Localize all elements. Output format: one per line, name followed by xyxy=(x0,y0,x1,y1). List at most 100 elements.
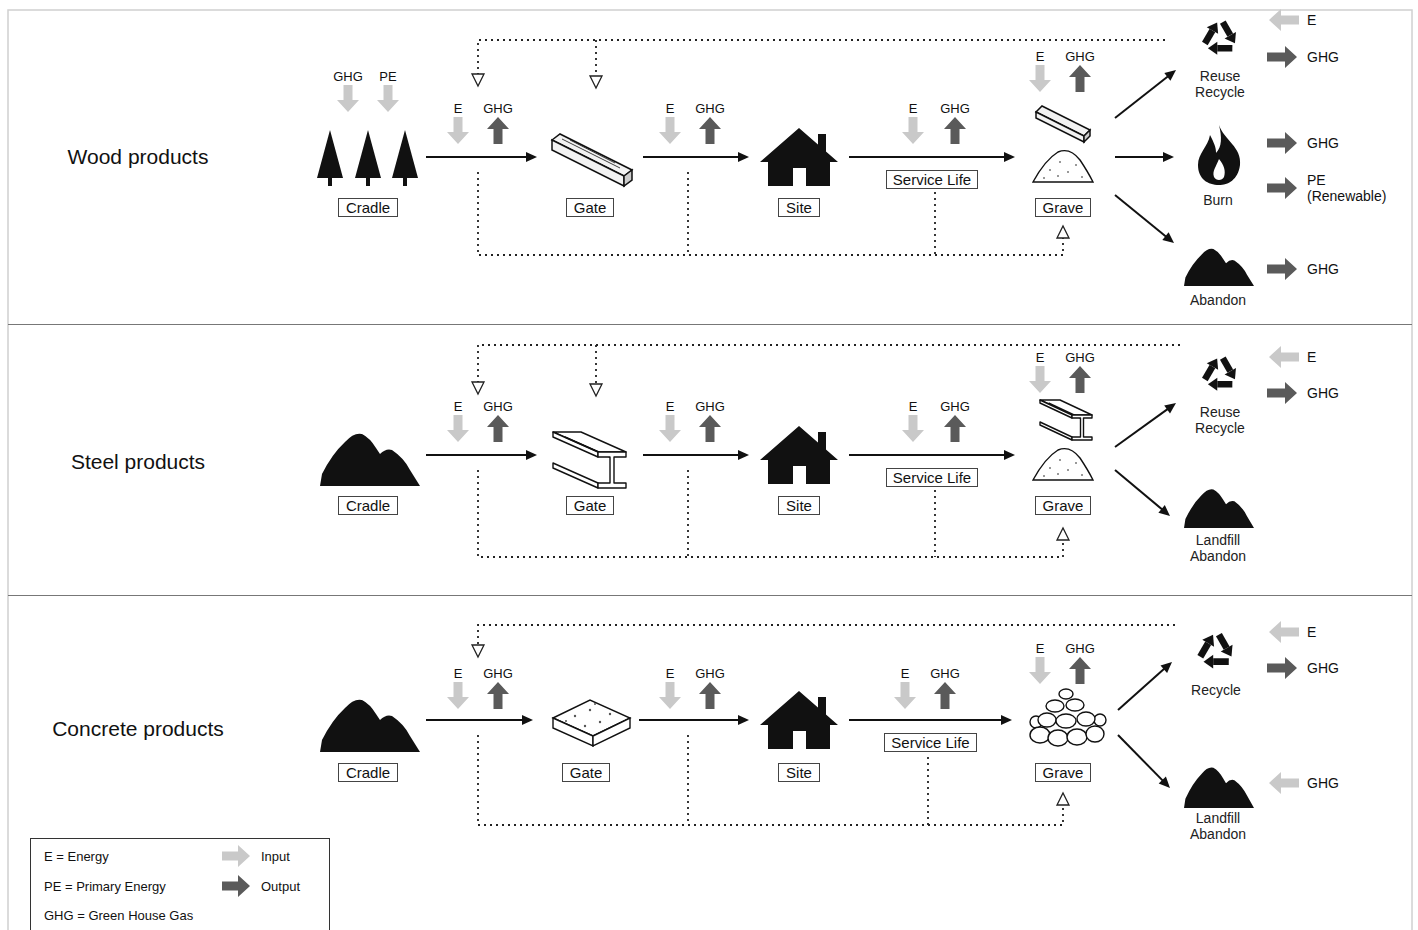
output-arrow xyxy=(1267,657,1297,679)
flow-label: GHG xyxy=(1307,49,1339,65)
flow-label: GHG xyxy=(695,101,725,116)
flow-label: GHG xyxy=(1307,660,1339,676)
stage-label: Gate xyxy=(566,198,615,217)
legend-text: Output xyxy=(261,879,300,894)
trees xyxy=(317,130,418,186)
arrow-line xyxy=(1115,409,1168,447)
flow-label: E xyxy=(666,666,675,681)
output-arrow xyxy=(699,682,721,709)
arrowhead xyxy=(526,450,537,460)
stage-label: Grave xyxy=(1035,198,1092,217)
output-arrow xyxy=(487,682,509,709)
input-arrow xyxy=(447,117,469,144)
flow-arrow xyxy=(849,450,1015,460)
end-of-life-label: Recycle xyxy=(1191,682,1241,698)
arrow-line xyxy=(426,156,527,158)
flow-label: E xyxy=(1036,49,1045,64)
flow-label: GHG xyxy=(1307,261,1339,277)
arrow-line xyxy=(1115,76,1168,118)
output-arrow xyxy=(1069,366,1091,393)
stage-label: Cradle xyxy=(338,496,398,515)
flow-arrow xyxy=(849,715,1012,725)
input-arrow xyxy=(1029,366,1051,393)
legend-output-arrow xyxy=(222,875,250,897)
flow-label: GHG xyxy=(483,101,513,116)
output-arrow xyxy=(944,415,966,442)
input-arrow xyxy=(894,682,916,709)
product-band: Wood productsCradleGateSiteGraveReuse Re… xyxy=(8,10,1412,325)
input-arrow xyxy=(447,415,469,442)
stage-node: Cradle xyxy=(318,426,418,515)
output-arrow xyxy=(1069,65,1091,92)
input-arrow xyxy=(659,415,681,442)
input-arrow xyxy=(1269,9,1299,31)
end-of-life-node: Burn xyxy=(1180,122,1256,208)
stage-label: Site xyxy=(778,496,820,515)
stage-node: Cradle xyxy=(318,693,418,782)
rubble xyxy=(1030,689,1106,746)
flow-label: GHG xyxy=(483,399,513,414)
arrow-line xyxy=(1115,156,1164,158)
flow-label: GHG xyxy=(1065,49,1095,64)
end-of-life-label: Reuse Recycle xyxy=(1182,68,1258,100)
input-arrow xyxy=(659,682,681,709)
flow-label: E xyxy=(1307,12,1316,28)
legend-text: Input xyxy=(261,849,290,864)
flow-arrow xyxy=(1115,403,1176,447)
input-arrow xyxy=(377,85,399,112)
flow-arrow xyxy=(426,715,533,725)
input-arrow xyxy=(447,682,469,709)
arrow-line xyxy=(643,156,739,158)
arrowhead xyxy=(1159,777,1170,788)
legend-box: E = EnergyPE = Primary EnergyGHG = Green… xyxy=(30,838,330,930)
output-arrow xyxy=(699,415,721,442)
flow-arrow xyxy=(639,715,749,725)
input-arrow xyxy=(902,415,924,442)
arrowhead xyxy=(738,152,749,162)
output-arrow xyxy=(699,117,721,144)
end-of-life-node: Abandon xyxy=(1180,240,1256,308)
output-arrow xyxy=(1069,657,1091,684)
flow-label: GHG xyxy=(1307,135,1339,151)
end-of-life-node: Reuse Recycle xyxy=(1182,346,1258,436)
flow-arrow xyxy=(643,450,749,460)
flow-label: PE (Renewable) xyxy=(1307,172,1399,204)
input-arrow xyxy=(337,85,359,112)
stage-node: Gate xyxy=(545,426,635,515)
flow-arrow xyxy=(849,152,1015,162)
output-arrow xyxy=(487,117,509,144)
wood-beam xyxy=(552,106,1090,186)
end-of-life-node: Landfill Abandon xyxy=(1176,758,1260,842)
arrowhead xyxy=(1161,662,1173,673)
arrowhead xyxy=(522,715,533,725)
end-of-life-label: Reuse Recycle xyxy=(1182,404,1258,436)
flow-label: E xyxy=(1036,641,1045,656)
feedback-loops xyxy=(478,40,1180,825)
arrowhead xyxy=(738,450,749,460)
flow-label: GHG xyxy=(940,399,970,414)
flow-label: GHG xyxy=(1307,385,1339,401)
input-arrow xyxy=(659,117,681,144)
arrow-line xyxy=(1115,470,1162,510)
arrowhead xyxy=(738,715,749,725)
arrowhead xyxy=(1158,505,1170,516)
output-arrow xyxy=(1267,382,1297,404)
flow-label: E xyxy=(909,399,918,414)
output-arrow xyxy=(944,117,966,144)
flow-label: E xyxy=(909,101,918,116)
output-arrow xyxy=(1267,46,1297,68)
flow-label: GHG xyxy=(695,666,725,681)
flow-label: E xyxy=(1307,624,1316,640)
flow-arrow xyxy=(1115,195,1174,243)
arrowhead xyxy=(1162,232,1174,243)
stage-node: Grave xyxy=(1020,693,1106,782)
output-arrow xyxy=(934,682,956,709)
flow-arrow xyxy=(643,152,749,162)
flow-label: E xyxy=(454,666,463,681)
flow-arrow xyxy=(1115,470,1170,516)
flow-label: GHG xyxy=(1307,775,1339,791)
output-arrow xyxy=(1267,177,1297,199)
stage-label: Gate xyxy=(566,496,615,515)
